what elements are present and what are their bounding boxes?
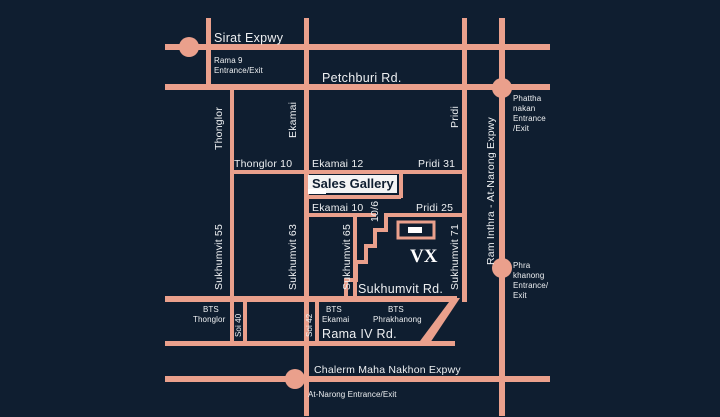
sales-gallery-marker: [308, 189, 326, 194]
sukhumvit-rd-label: Sukhumvit Rd.: [358, 282, 443, 296]
thonglor-road: [230, 84, 234, 346]
bts-phrakhanong-label-line1: BTS: [388, 305, 404, 314]
soi-42-road: [315, 296, 319, 344]
sukhumvit-65-road: [353, 215, 357, 298]
vertical-roads: [206, 18, 505, 416]
thonglor-10-road: [232, 170, 464, 174]
sales-gallery-label: Sales Gallery: [312, 176, 394, 191]
chalerm-expwy-label: Chalerm Maha Nakhon Expwy: [314, 364, 461, 376]
bts-ekamai-label-line1: BTS: [326, 305, 342, 314]
phrakhanong-exit-label-line2: khanong: [513, 271, 544, 280]
horizontal-roads: [165, 44, 550, 382]
soi-40-road: [243, 296, 247, 344]
rama-9-exit-dot: [179, 37, 199, 57]
thonglor-10-label: Thonglor 10: [234, 158, 292, 170]
sukhumvit-road: [165, 296, 457, 302]
phatthanakan-exit-label-line2: nakan: [513, 104, 535, 113]
pridi-label: Pridi: [449, 106, 461, 128]
soi-10-6-label: 10/6: [369, 201, 381, 222]
rama-9-exit-label-line1: Rama 9: [214, 56, 243, 65]
project-site-outline: [396, 220, 436, 240]
sukhumvit-71-label: Sukhumvit 71: [449, 224, 461, 290]
soi-10-6-road: [344, 213, 388, 298]
bts-thonglor-label-line2: Thonglor: [193, 315, 226, 324]
pridi-25-road: [386, 213, 464, 217]
chalerm-maha-nakhon-expwy-road: [165, 376, 550, 382]
ekamai-road: [304, 18, 309, 416]
phrakhanong-exit-dot: [492, 258, 512, 278]
sirat-expwy-label: Sirat Expwy: [214, 31, 284, 45]
sales-gallery-east-road: [399, 170, 403, 198]
phrakhanong-exit-label-line1: Phra: [513, 261, 531, 270]
pridi-31-label: Pridi 31: [418, 158, 455, 170]
rama-iv-road-west: [165, 341, 455, 346]
at-narong-exit-label: At-Narong Entrance/Exit: [308, 390, 397, 399]
petchburi-label: Petchburi Rd.: [322, 71, 402, 85]
sales-gallery-lower-road: [306, 195, 401, 199]
phatthanakan-exit-dot: [492, 78, 512, 98]
ram-inthra-expwy-road: [499, 18, 505, 416]
phrakhanong-exit-label-line3: Entrance/: [513, 281, 549, 290]
phatthanakan-exit-label-line3: Entrance: [513, 114, 546, 123]
rama-9-exit-label-line2: Entrance/Exit: [214, 66, 264, 75]
ram-inthra-expwy-label: Ram Inthra - At-Narong Expwy: [485, 116, 497, 265]
ekamai-10-road: [306, 213, 376, 217]
thonglor-label: Thonglor: [213, 107, 225, 150]
soi-42-label: Soi 42: [305, 313, 314, 337]
phatthanakan-exit-label-line1: Phattha: [513, 94, 542, 103]
at-narong-exit-dot: [285, 369, 305, 389]
ekamai-label: Ekamai: [287, 102, 299, 138]
bts-thonglor-label-line1: BTS: [203, 305, 219, 314]
sirat-expwy-road: [165, 44, 550, 50]
sales-gallery-box: [308, 175, 397, 193]
pridi-25-label: Pridi 25: [416, 202, 453, 214]
project-site-marker: [408, 227, 422, 233]
project-logo: VX: [410, 246, 438, 267]
sukhumvit-55-label: Sukhumvit 55: [213, 224, 225, 290]
ekamai-12-label: Ekamai 12: [312, 158, 363, 170]
sukhumvit-65-label: Sukhumvit 65: [341, 224, 353, 290]
phrakhanong-exit-label-line4: Exit: [513, 291, 527, 300]
soi-40-label: Soi 40: [234, 313, 243, 337]
sirat-north-road: [206, 18, 211, 88]
pridi-road: [462, 18, 467, 302]
bts-ekamai-label-line2: Ekamai: [322, 315, 349, 324]
phatthanakan-exit-label-line4: /Exit: [513, 124, 530, 133]
petchburi-road: [165, 84, 550, 90]
rama-iv-road-diagonal: [420, 298, 460, 346]
sukhumvit-63-label: Sukhumvit 63: [287, 224, 299, 290]
ekamai-10-label: Ekamai 10: [312, 202, 363, 214]
rama-iv-label: Rama IV Rd.: [322, 327, 397, 341]
bts-phrakhanong-label-line2: Phrakhanong: [373, 315, 422, 324]
